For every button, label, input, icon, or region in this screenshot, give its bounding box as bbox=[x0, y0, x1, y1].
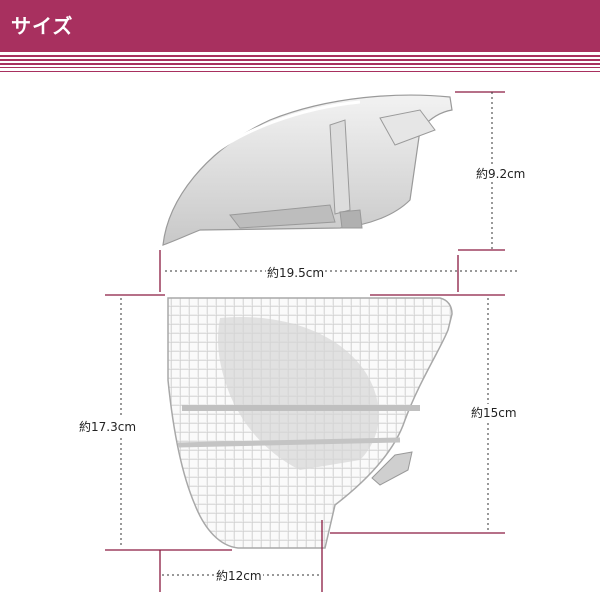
header-stripe bbox=[0, 67, 600, 68]
dimension-label-front-height: 約17.3cm bbox=[78, 418, 138, 435]
dimension-label-top-height: 約9.2cm bbox=[475, 165, 527, 182]
dimension-label-top-width: 約19.5cm bbox=[266, 264, 326, 281]
header-stripe bbox=[0, 63, 600, 65]
dimension-label-bottom-width: 約12cm bbox=[215, 567, 263, 584]
lamp-top-view bbox=[162, 94, 453, 246]
section-title: サイズ bbox=[11, 14, 74, 38]
header-stripe bbox=[0, 59, 600, 61]
lamp-front-view bbox=[167, 297, 453, 549]
header-stripe bbox=[0, 71, 600, 72]
section-header: サイズ bbox=[0, 0, 600, 52]
dimension-label-front-inner-height: 約15cm bbox=[470, 404, 518, 421]
header-stripe bbox=[0, 55, 600, 57]
